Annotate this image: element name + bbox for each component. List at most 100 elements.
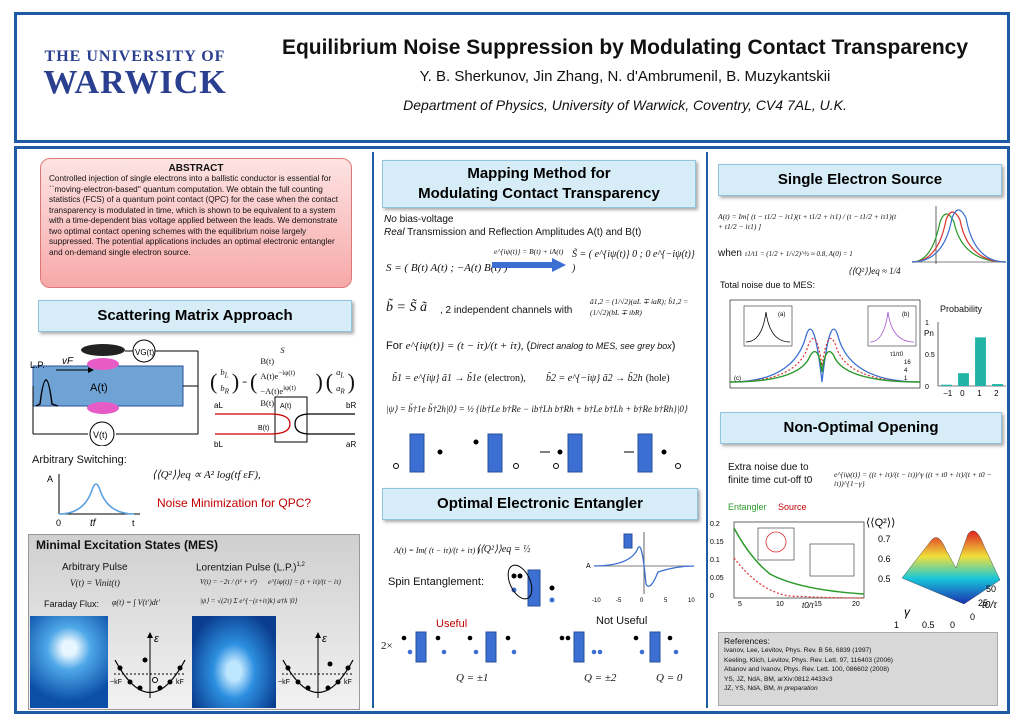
non-optimal-xtick: 15 <box>814 601 822 608</box>
no-bias-line: No bias-voltage <box>384 214 454 225</box>
mapping-heading-line2: Modulating Contact Transparency <box>418 185 660 202</box>
water-splash-image-right <box>192 616 276 708</box>
kf-left-a: −kF <box>110 679 122 686</box>
lorentz-formula-3: |ψ⟩ = √(2τ) Σ e^{−(ε+iτ)k} a†k |0⟩ <box>200 597 298 605</box>
non-optimal-xlabel: t0/τ <box>802 601 815 610</box>
logo-line1: THE UNIVERSITY OF <box>44 48 226 65</box>
entangler-heading: Optimal Electronic Entangler <box>382 488 698 520</box>
when-line: when τ1/t1 = (1/2 + 1/√2)^½ ≈ 0.8, A(0) … <box>718 248 918 259</box>
lorentzian-text: Lorentzian Pulse (L.P.) <box>196 562 297 574</box>
non-optimal-xtick: 5 <box>738 601 742 608</box>
no-bias-prefix: No <box>384 214 397 225</box>
surface-t-tick: 25 <box>978 598 988 608</box>
non-optimal-ytick: 0.05 <box>710 575 724 582</box>
scattering-heading: Scattering Matrix Approach <box>38 300 352 332</box>
header-frame <box>14 12 1010 143</box>
axis-zero: 0 <box>56 518 61 528</box>
probability-ytick: 1 <box>925 320 929 327</box>
kf-left-b: −kF <box>278 679 290 686</box>
reference-5: JZ, YS, NdA, BM, in preparation <box>724 684 992 694</box>
at-label: A(t) <box>90 382 108 394</box>
mapping-heading-line1: Mapping Method for <box>467 165 611 182</box>
for-line: For e^{iψ(t)} = (t − iτ)/(t + iτ), (Dire… <box>386 340 676 352</box>
source-legend: Source <box>778 502 807 512</box>
fermi-sea-right: ε −kF kF <box>278 632 354 698</box>
entangler-plot-tick: 5 <box>664 598 668 604</box>
entangler-plot-tick: 10 <box>688 598 695 604</box>
probability-category-label: 1 <box>977 389 982 398</box>
poster-title: Equilibrium Noise Suppression by Modulat… <box>281 36 969 59</box>
scattering-schematic: aL bL bR aR A(t) B(t) <box>214 396 356 449</box>
non-optimal-formula: e^{iψ(t)} = ((t + iτ)/(t − iτ))^γ ((t + … <box>834 470 992 488</box>
lorentz-formula-2: e^{iφ(t)} = (t + iτ)/(t − iτ) <box>268 578 341 586</box>
spin-label: Spin Entanglement: <box>388 576 485 588</box>
extra-noise-line2: finite time cut-off t0 <box>728 475 813 486</box>
gate-electrode <box>81 344 125 356</box>
entangler-config-diagrams <box>401 631 679 663</box>
references-box: References: Ivanov, Lee, Levitov, Phys. … <box>718 632 998 706</box>
legend-tau: τ1/τ0 <box>890 352 904 358</box>
real-prefix: Real <box>384 227 405 238</box>
probability-ytick: 0.5 <box>925 352 935 359</box>
noise-question: Noise Minimization for QPC? <box>157 496 312 510</box>
surface-gamma-tick: 0 <box>950 620 955 630</box>
diagram-1 <box>393 433 443 473</box>
hole-line: b̃2 = e^{−iψ} ã2 → b̃2h (hole) <box>546 372 670 384</box>
for-formula: e^{iψ(t)} = (t − iτ)/(t + iτ), <box>405 340 524 352</box>
config-notuseful-2 <box>633 631 679 663</box>
direct-analog-text: Direct analog to MES, see grey box <box>530 341 672 351</box>
fermi-sea-left: ε −kF kF <box>110 632 186 698</box>
abstract-box: ABSTRACT Controlled injection of single … <box>40 158 352 288</box>
electron-label: (electron), <box>484 373 526 384</box>
faraday-formula: φ(t) = ∫ V(t′)dt′ <box>112 598 160 607</box>
hole-equation: b̃2 = e^{−iψ} ã2 → b̃2h <box>546 373 643 384</box>
real-amplitudes-line: Real Transmission and Reflection Amplitu… <box>384 227 641 238</box>
no-bias-text: bias-voltage <box>396 214 454 225</box>
surface-ztick: 0.6 <box>878 554 891 564</box>
non-optimal-ytick: 0.1 <box>710 557 720 564</box>
lp-pulse <box>35 379 59 407</box>
entangler-plot-tick: -10 <box>592 598 601 604</box>
reference-1: Ivanov, Lee, Levitov, Phys. Rev. B 56, 6… <box>724 647 872 654</box>
axis-a: A <box>47 474 53 484</box>
label-br: bR <box>346 401 356 410</box>
kf-right-b: kF <box>344 679 352 686</box>
non-optimal-ytick: 0 <box>710 593 714 600</box>
diagram-4 <box>624 433 681 473</box>
logo-line2: WARWICK <box>43 64 227 101</box>
lp-label: L.P. <box>30 360 45 370</box>
when-label: when <box>718 248 742 259</box>
mapping-heading: Mapping Method for Modulating Contact Tr… <box>382 160 696 208</box>
qpc-circuit: L.P. vF A(t) VG(t) V(t) <box>30 339 199 446</box>
particle-diagrams <box>393 433 681 473</box>
surface-t-tick: 0 <box>970 612 975 622</box>
mapping-arrow <box>492 258 566 272</box>
inset-b: (b) <box>902 312 909 318</box>
probability-category-label: 0 <box>960 389 965 398</box>
reference-5-text: JZ, YS, NdA, BM, <box>724 685 778 692</box>
surface-gamma-tick: 1 <box>894 620 899 630</box>
entangler-legend: Entangler <box>728 502 767 512</box>
non-optimal-xtick: 20 <box>852 601 860 608</box>
inset-a: (a) <box>778 312 785 318</box>
body-frame <box>14 146 1010 714</box>
water-splash-image-left <box>30 616 108 708</box>
channels-text: , 2 independent channels with <box>440 305 573 316</box>
q-pm1-label: Q = ±1 <box>456 672 489 684</box>
switching-pulse-plot: A 0 tf t <box>47 474 140 528</box>
probability-ytick: 0 <box>925 384 929 391</box>
probability-title: Probability <box>940 304 983 314</box>
diagram-3 <box>540 433 583 473</box>
label-bl: bL <box>214 440 223 449</box>
conductor-bar <box>32 365 184 407</box>
reference-4: YS, JZ, NdA, BM, arXiv:0812.4433v3 <box>724 675 833 683</box>
prob-axis-label: Pn <box>924 329 934 338</box>
non-optimal-xtick: 10 <box>776 601 784 608</box>
vg-source <box>132 339 156 363</box>
single-source-a-plot <box>911 206 1007 264</box>
